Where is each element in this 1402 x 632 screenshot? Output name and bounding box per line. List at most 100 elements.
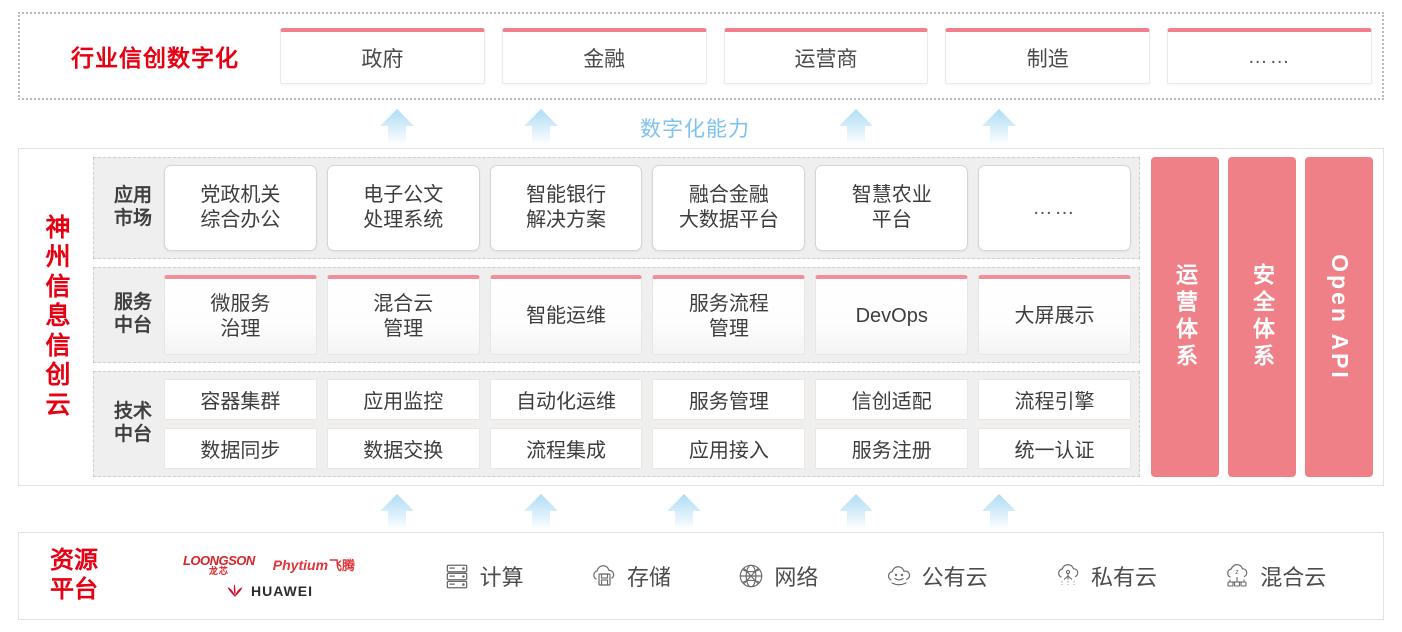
app-cell-party-office[interactable]: 党政机关 综合办公 [164,165,317,251]
resource-item-compute[interactable]: 计算 [442,560,524,592]
cell-line-1: 混合云 [373,292,434,315]
resource-item-label: 存储 [626,565,671,590]
tech-row-upper: 容器集群 应用监控 自动化运维 服务管理 信创适配 流程引擎 [164,379,1131,420]
industry-box-manufacturing[interactable]: 制造 [945,28,1151,84]
pillar-label: 运营体系 [1173,263,1198,371]
platform-body: 应用市场 党政机关 综合办公 电子公文 处理系统 智能银行 [93,157,1373,477]
huawei-logo-text: HUAWEI [251,582,313,599]
industry-box-finance[interactable]: 金融 [501,28,707,84]
cell-line-1: 服务流程 [688,292,769,315]
cell-line-2: 综合办公 [200,209,281,231]
row-label-tech-platform: 技术中台 [102,401,164,447]
pillar-operations-system[interactable]: 运营体系 [1151,157,1219,477]
cell-line-1: 微服务 [210,292,271,315]
tech-cell-app-monitoring[interactable]: 应用监控 [326,379,480,420]
svg-text:z: z [1236,569,1240,576]
cell-label: 流程集成 [526,440,607,462]
tech-cell-process-integration[interactable]: 流程集成 [489,428,643,469]
app-cell-edoc-system[interactable]: 电子公文 处理系统 [326,165,480,251]
industry-box-more[interactable]: …… [1167,28,1372,84]
pillar-label: 安全体系 [1250,263,1275,371]
row-tech-platform: 技术中台 容器集群 应用监控 自动化运维 服务管理 信创适配 流程引擎 数据同步 [93,371,1140,477]
up-arrow-icon [518,492,564,530]
tech-cell-unified-auth[interactable]: 统一认证 [978,428,1131,469]
pillar-open-api[interactable]: Open API [1305,157,1373,477]
industry-box-government[interactable]: 政府 [280,28,485,84]
resource-item-network[interactable]: 网络 [736,560,818,592]
resource-item-hybrid-cloud[interactable]: z 混合云 [1222,560,1326,592]
up-arrow-icon [976,492,1022,530]
up-arrow-icon [976,107,1022,145]
up-arrow-icon [661,492,707,530]
svc-cell-big-screen[interactable]: 大屏展示 [978,275,1131,355]
cell-label: 信创适配 [851,391,932,413]
cell-line-2: 管理 [383,317,424,340]
cell-label: 统一认证 [1014,440,1095,462]
cell-line-2: 大数据平台 [678,209,779,231]
svc-cell-smart-ops[interactable]: 智能运维 [489,275,643,355]
up-arrow-icon [518,107,564,145]
svc-cell-microservice-governance[interactable]: 微服务 治理 [164,275,317,355]
app-cell-finance-bigdata[interactable]: 融合金融 大数据平台 [652,165,806,251]
cell-line-1: …… [1032,196,1077,219]
resource-item-label: 公有云 [921,565,988,590]
cell-line-1: 智能银行 [526,184,607,206]
tech-cell-process-engine[interactable]: 流程引擎 [978,379,1131,420]
platform-title: 神 州 信 息 信 创 云 [23,157,93,477]
tech-cell-app-access[interactable]: 应用接入 [652,428,806,469]
vendor-line-top: LOONGSON 龙芯 Phytium 飞腾 [183,554,355,576]
app-cell-smart-bank[interactable]: 智能银行 解决方案 [489,165,643,251]
huawei-logo: HUAWEI [225,583,313,599]
svc-cell-hybrid-cloud-mgmt[interactable]: 混合云 管理 [326,275,480,355]
row-label-text: 技术中台 [114,401,153,445]
tech-cell-container-cluster[interactable]: 容器集群 [164,379,317,420]
resource-item-label: 计算 [479,565,524,590]
cell-label: 自动化运维 [516,391,617,413]
app-cell-smart-agriculture[interactable]: 智慧农业 平台 [815,165,969,251]
cell-line-2: 平台 [871,209,912,231]
svc-cell-service-process-mgmt[interactable]: 服务流程 管理 [652,275,806,355]
tech-cell-service-mgmt[interactable]: 服务管理 [652,379,806,420]
app-cell-more[interactable]: …… [978,165,1131,251]
cell-label: 容器集群 [200,391,281,413]
up-arrow-icon [374,107,420,145]
cell-label: 应用接入 [688,440,769,462]
industry-box-label: 政府 [361,47,404,71]
platform-rows: 应用市场 党政机关 综合办公 电子公文 处理系统 智能银行 [93,157,1140,477]
industry-box-label: 金融 [583,47,626,71]
app-market-cells: 党政机关 综合办公 电子公文 处理系统 智能银行 解决方案 融合金融 [164,165,1131,251]
resource-item-private-cloud[interactable]: 私有云 [1053,560,1157,592]
cell-line-1: 智慧农业 [851,184,932,206]
pillar-group: 运营体系 安全体系 Open API [1149,157,1373,477]
cell-line-1: 智能运维 [526,305,607,327]
loongson-logo: LOONGSON 龙芯 [183,554,255,576]
platform-title-c1: 神 [45,213,71,242]
phytium-logo-cn: 飞腾 [329,558,356,573]
cell-label: 服务注册 [851,440,932,462]
cloud-storage-icon [593,565,615,586]
huawei-flower-icon [227,583,243,598]
tech-cell-data-exchange[interactable]: 数据交换 [326,428,480,469]
loongson-logo-en: LOONGSON [182,552,255,568]
tech-cell-data-sync[interactable]: 数据同步 [164,428,317,469]
cell-line-1: 党政机关 [200,184,281,206]
platform-title-c6: 创 [45,361,71,390]
cell-line-1: 电子公文 [363,184,444,206]
phytium-logo-en: Phytium [272,557,329,573]
resource-arrow-strip [0,490,1402,532]
svc-cell-devops[interactable]: DevOps [815,275,969,355]
service-platform-cells: 微服务 治理 混合云 管理 智能运维 服务流程 管理 [164,275,1131,355]
tech-cell-xinchuang-adaptation[interactable]: 信创适配 [815,379,969,420]
tech-cell-service-registry[interactable]: 服务注册 [815,428,969,469]
resource-item-public-cloud[interactable]: 公有云 [884,560,988,592]
resource-item-list: 计算 存储 [409,560,1383,592]
pillar-security-system[interactable]: 安全体系 [1228,157,1296,477]
cell-line-2: 治理 [220,317,261,340]
industry-box-carrier[interactable]: 运营商 [723,28,929,84]
resource-title-line1: 资源 [50,547,98,575]
resource-title-line2: 平台 [50,576,98,603]
cell-line-2: 解决方案 [526,209,607,231]
resource-item-storage[interactable]: 存储 [589,560,671,592]
tech-cell-automated-ops[interactable]: 自动化运维 [489,379,643,420]
